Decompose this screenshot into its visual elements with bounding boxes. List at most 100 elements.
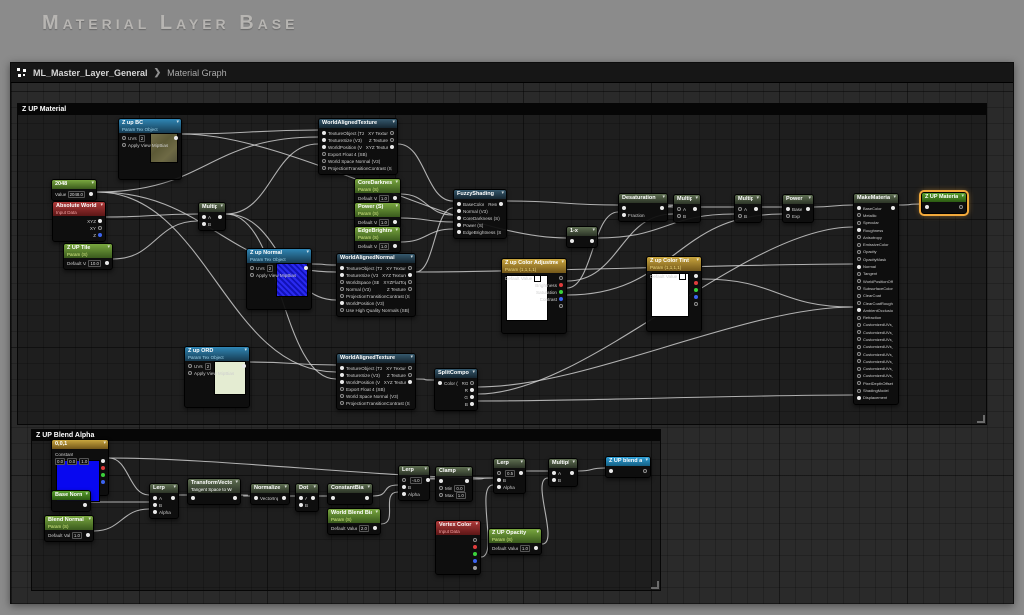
output-pin[interactable] bbox=[959, 205, 963, 209]
input-pin[interactable] bbox=[340, 373, 344, 377]
value-box[interactable]: 0.0 bbox=[454, 485, 464, 492]
fuzzy-shading[interactable]: FuzzyShading▾BaseColor (V3)ResultNormal … bbox=[453, 189, 507, 239]
input-pin[interactable] bbox=[402, 492, 406, 496]
color-swatch[interactable] bbox=[534, 275, 541, 282]
input-pin[interactable] bbox=[322, 166, 326, 170]
output-pin[interactable] bbox=[643, 469, 647, 473]
output-pin[interactable] bbox=[408, 366, 412, 370]
value-box[interactable]: 2 bbox=[139, 135, 145, 142]
split-components[interactable]: SplitComponents▾Color (V3)RGBRGB bbox=[434, 368, 478, 411]
param-coredarkness[interactable]: CoreDarkness (S)Param (S)▾Default Value1… bbox=[354, 178, 401, 205]
collapse-icon[interactable]: ▾ bbox=[410, 254, 413, 260]
input-pin[interactable] bbox=[340, 266, 344, 270]
output-pin[interactable] bbox=[534, 546, 538, 550]
output-pin[interactable] bbox=[390, 145, 394, 149]
collapse-icon[interactable]: ▾ bbox=[220, 203, 223, 209]
zup-color-adjustments[interactable]: Z up Color AdjustmentsParam (1,1,1,1)▾De… bbox=[501, 258, 567, 334]
output-pin[interactable] bbox=[373, 526, 377, 530]
output-pin[interactable] bbox=[470, 388, 474, 392]
output-pin[interactable] bbox=[660, 206, 664, 210]
collapse-icon[interactable]: ▾ bbox=[893, 194, 896, 200]
input-pin[interactable] bbox=[439, 486, 443, 490]
input-pin[interactable] bbox=[497, 485, 501, 489]
collapse-icon[interactable]: ▾ bbox=[395, 179, 398, 185]
output-pin[interactable] bbox=[101, 473, 105, 477]
output-pin[interactable] bbox=[519, 471, 523, 475]
output-pin[interactable] bbox=[473, 552, 477, 556]
value-box[interactable]: 1.0 bbox=[379, 195, 389, 202]
collapse-icon[interactable]: ▾ bbox=[235, 479, 238, 485]
dot[interactable]: Dot▾AB bbox=[295, 483, 319, 512]
output-pin[interactable] bbox=[242, 364, 246, 368]
input-pin[interactable] bbox=[457, 230, 461, 234]
output-pin[interactable] bbox=[83, 503, 87, 507]
constant-001[interactable]: 0,0,1▾Constant0.00.01.0 bbox=[51, 439, 109, 496]
output-pin[interactable] bbox=[694, 288, 698, 292]
output-pin[interactable] bbox=[694, 302, 698, 306]
input-pin[interactable] bbox=[857, 352, 861, 356]
comment-zup-blend-alpha-title[interactable]: Z UP Blend Alpha bbox=[32, 430, 660, 441]
collapse-icon[interactable]: ▾ bbox=[284, 484, 287, 490]
input-pin[interactable] bbox=[340, 273, 344, 277]
input-pin[interactable] bbox=[497, 471, 501, 475]
breadcrumb-asset[interactable]: ML_Master_Layer_General bbox=[33, 68, 148, 78]
collapse-icon[interactable]: ▾ bbox=[306, 249, 309, 255]
input-pin[interactable] bbox=[191, 496, 195, 500]
input-pin[interactable] bbox=[402, 485, 406, 489]
output-pin[interactable] bbox=[105, 261, 109, 265]
param-zup-opacity[interactable]: Z UP OpacityParam (S)▾Default Value1.0 bbox=[488, 528, 542, 555]
vertex-color-header[interactable]: Vertex ColorInput Data▾ bbox=[436, 521, 480, 535]
output-pin[interactable] bbox=[390, 131, 394, 135]
param-power[interactable]: Power (S)Param (S)▾Default Value1.0 bbox=[354, 202, 401, 229]
param-coredarkness-header[interactable]: CoreDarkness (S)Param (S)▾ bbox=[355, 179, 400, 193]
input-pin[interactable] bbox=[202, 215, 206, 219]
collapse-icon[interactable]: ▾ bbox=[662, 194, 665, 200]
graph-canvas[interactable]: Z UP MaterialZ UP Blend AlphaZ up BCPara… bbox=[11, 83, 1013, 604]
input-pin[interactable] bbox=[738, 214, 742, 218]
make-material-attributes[interactable]: MakeMaterialAttributes▾BaseColorMetallic… bbox=[853, 193, 899, 405]
normalize[interactable]: Normalize▾VectorInput bbox=[250, 483, 290, 505]
output-pin[interactable] bbox=[101, 480, 105, 484]
transform-vector-header[interactable]: TransformVectorTangent Space to World Sp… bbox=[188, 479, 240, 493]
collapse-icon[interactable]: ▾ bbox=[561, 259, 564, 265]
absolute-world-position-header[interactable]: Absolute World PositionInput Data▾ bbox=[53, 202, 105, 216]
input-pin[interactable] bbox=[857, 250, 861, 254]
color-swatch[interactable] bbox=[679, 273, 686, 280]
output-pin[interactable] bbox=[86, 533, 90, 537]
input-pin[interactable] bbox=[857, 221, 861, 225]
input-pin[interactable] bbox=[552, 471, 556, 475]
input-pin[interactable] bbox=[122, 143, 126, 147]
output-pin[interactable] bbox=[465, 479, 469, 483]
input-pin[interactable] bbox=[340, 366, 344, 370]
multiply-1[interactable]: Multiply▾AB bbox=[198, 202, 226, 231]
fuzzy-shading-header[interactable]: FuzzyShading▾ bbox=[454, 190, 506, 199]
input-pin[interactable] bbox=[857, 301, 861, 305]
worldaligned-texture-1[interactable]: WorldAlignedTexture▾TextureObject (T2d)X… bbox=[318, 118, 398, 175]
output-pin[interactable] bbox=[693, 207, 697, 211]
zup-color-tint[interactable]: Z up Color TintParam (1,1,1,1)▾Default V… bbox=[646, 256, 702, 332]
collapse-icon[interactable]: ▾ bbox=[395, 203, 398, 209]
output-pin[interactable] bbox=[473, 545, 477, 549]
multiply-3-header[interactable]: Multiply▾ bbox=[735, 195, 761, 204]
collapse-icon[interactable]: ▾ bbox=[695, 195, 698, 201]
param-edgebrightness-header[interactable]: EdgeBrightness (S)Param (S)▾ bbox=[355, 227, 400, 241]
input-pin[interactable] bbox=[439, 479, 443, 483]
collapse-icon[interactable]: ▾ bbox=[592, 227, 595, 233]
output-pin[interactable] bbox=[590, 239, 594, 243]
worldaligned-texture-2-header[interactable]: WorldAlignedTexture▾ bbox=[337, 354, 415, 363]
collapse-icon[interactable]: ▾ bbox=[961, 193, 964, 199]
constant-bias-scale-header[interactable]: ConstantBiasScale▾ bbox=[328, 484, 372, 493]
one-minus[interactable]: 1-x▾ bbox=[566, 226, 598, 248]
value-box[interactable]: 2 bbox=[267, 265, 273, 272]
output-pin[interactable] bbox=[174, 136, 178, 140]
output-pin[interactable] bbox=[694, 295, 698, 299]
one-minus-header[interactable]: 1-x▾ bbox=[567, 227, 597, 236]
output-pin[interactable] bbox=[89, 192, 93, 196]
input-pin[interactable] bbox=[322, 138, 326, 142]
input-pin[interactable] bbox=[622, 206, 626, 210]
input-pin[interactable] bbox=[857, 294, 861, 298]
input-pin[interactable] bbox=[570, 239, 574, 243]
output-pin[interactable] bbox=[473, 559, 477, 563]
desaturation[interactable]: Desaturation▾Fraction bbox=[618, 193, 668, 222]
output-pin[interactable] bbox=[311, 496, 315, 500]
